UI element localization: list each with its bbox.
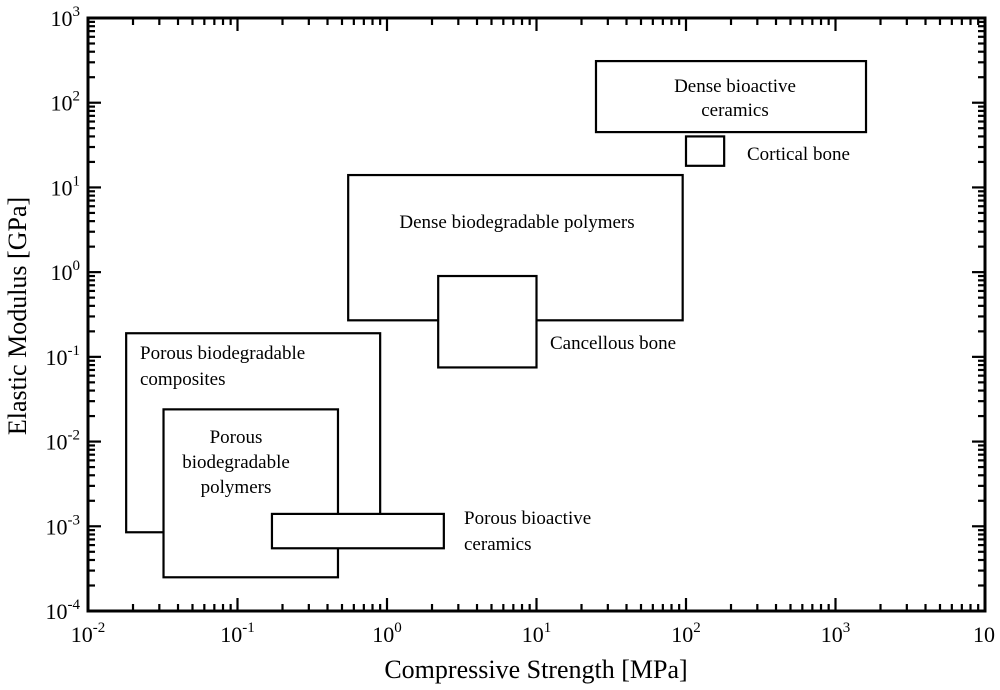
dense-bioactive-ceramics-label: ceramics [701, 100, 769, 121]
porous-bioactive-ceramics-label: ceramics [464, 534, 532, 555]
y-tick-label: 10-2 [46, 428, 81, 455]
y-tick-label: 102 [51, 89, 81, 116]
cancellous-bone-box [437, 274, 538, 369]
y-tick-label: 10-4 [46, 597, 81, 624]
dense-bioactive-ceramics-label: Dense bioactive [674, 76, 796, 97]
x-tick-label: 10 [973, 622, 995, 647]
dense-biodegradable-polymers-label: Dense biodegradable polymers [399, 212, 634, 233]
porous-bioactive-ceramics-label: Porous bioactive [464, 508, 591, 529]
x-tick-label: 100 [372, 620, 402, 647]
x-tick-label: 101 [522, 620, 552, 647]
y-axis-label: Elastic Modulus [GPa] [3, 197, 32, 435]
x-tick-label: 103 [821, 620, 851, 647]
x-axis-label: Compressive Strength [MPa] [384, 655, 687, 684]
porous-biodegradable-polymers-label: polymers [201, 477, 272, 498]
x-tick-label: 10-1 [220, 620, 255, 647]
y-tick-label: 10-3 [46, 512, 81, 539]
porous-biodegradable-polymers-label: biodegradable [182, 452, 290, 473]
x-tick-label: 102 [671, 620, 701, 647]
porous-bioactive-ceramics-box [270, 512, 445, 550]
dense-bioactive-ceramics-box [594, 59, 868, 134]
region-boxes [125, 59, 868, 579]
y-tick-label: 100 [51, 258, 81, 285]
cortical-bone-box [684, 135, 726, 167]
y-tick-label: 10-1 [46, 343, 81, 370]
plot-frame [86, 16, 987, 613]
porous-biodegradable-polymers-label: Porous [210, 427, 263, 448]
porous-biodegradable-composites-label: composites [140, 369, 226, 390]
y-tick-label: 101 [51, 173, 81, 200]
cortical-bone-label: Cortical bone [747, 144, 850, 165]
y-tick-label: 103 [51, 4, 81, 31]
porous-biodegradable-composites-label: Porous biodegradable [140, 343, 305, 364]
x-tick-label: 10-2 [71, 620, 106, 647]
cancellous-bone-label: Cancellous bone [550, 333, 676, 354]
tick-labels: 10-2 10-1 100 101 102 103 10 10-4 10-3 10-2 10-1 10… [46, 4, 996, 647]
